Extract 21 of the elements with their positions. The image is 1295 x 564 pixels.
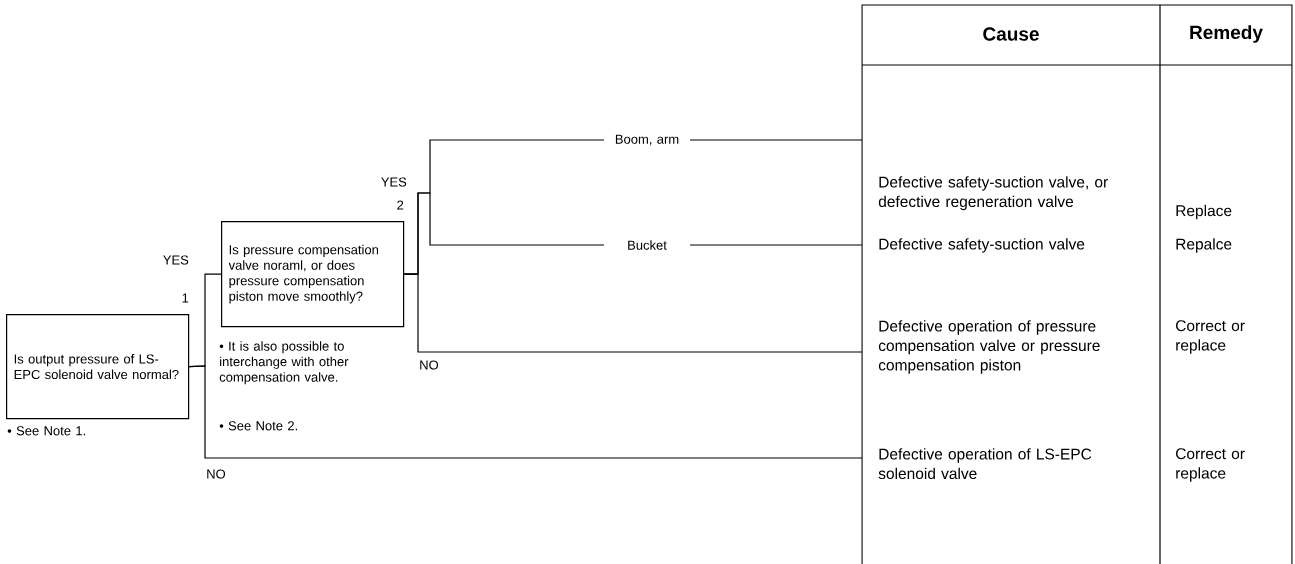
connector-line	[188, 365, 863, 459]
edge-label: Boom, arm	[604, 133, 690, 147]
edge-label: Bucket	[604, 239, 690, 251]
note-text: • It is also possible to interchange with other compensation valve.	[219, 341, 349, 385]
column-header: Cause	[983, 27, 1039, 41]
table-row: Defective operation of LS-EPC solenoid valve Correct or replace	[878, 448, 1245, 482]
edge-label: YES	[163, 255, 189, 265]
note-text: • See Note 1.	[7, 426, 85, 436]
step-number: 2	[397, 200, 404, 210]
column-header: Remedy	[1190, 25, 1263, 43]
question-box: Is pressure compensation valve noraml, or does pressure compensation piston move smoothly?	[221, 221, 405, 328]
edge-label: NO	[207, 469, 226, 479]
table-row: Defective safety-suction valve, or defective regeneration valve Replace	[878, 176, 1232, 220]
table-row: Defective safety-suction valve Repalce	[879, 238, 1232, 253]
connector-line	[403, 273, 863, 353]
note-text: • See Note 2.	[219, 421, 297, 431]
edge-label: NO	[420, 360, 439, 370]
step-number: 1	[182, 293, 189, 303]
table-row: Defective operation of pressure compensation valve or pressure compensation piston Correct or replace	[878, 320, 1245, 374]
branch-label: YES	[381, 177, 407, 187]
question-box: Is output pressure of LS-EPC solenoid valve normal?	[6, 314, 190, 420]
